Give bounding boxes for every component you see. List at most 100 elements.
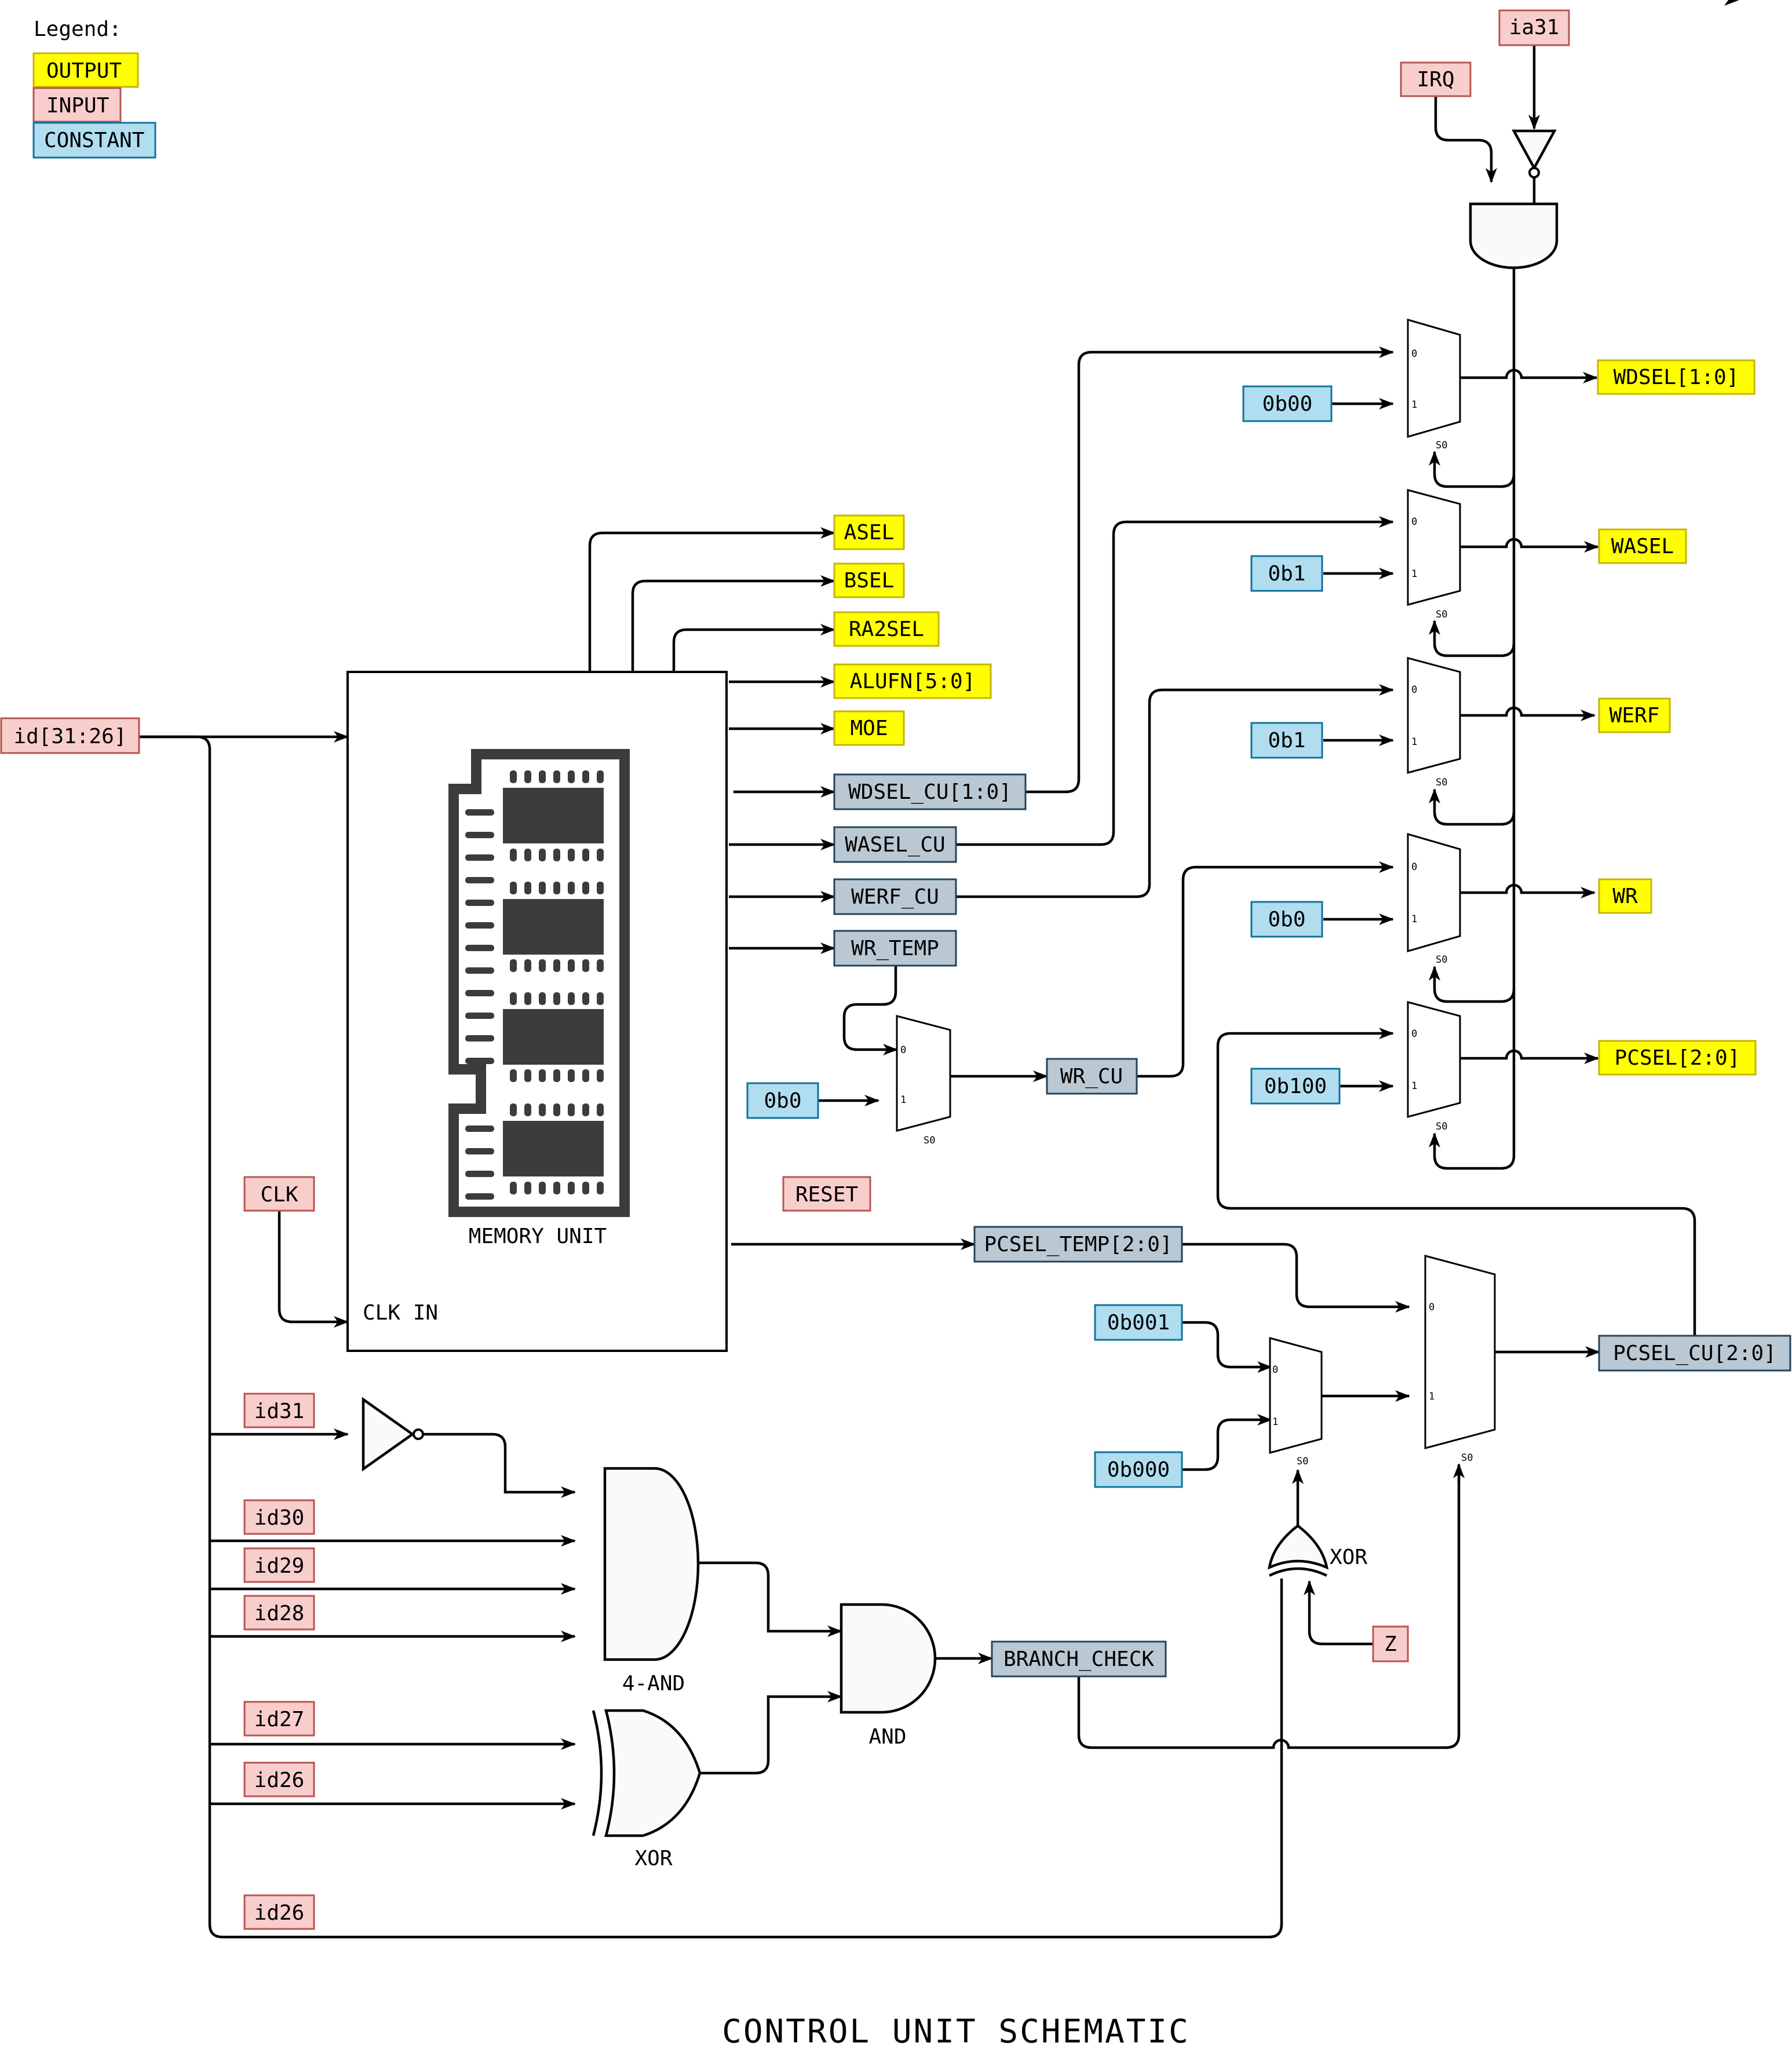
input-z: Z — [1372, 1625, 1409, 1662]
svg-text:0: 0 — [1429, 1302, 1435, 1313]
svg-text:WASEL_CU: WASEL_CU — [845, 833, 945, 857]
svg-text:id29: id29 — [254, 1554, 305, 1578]
svg-text:WASEL: WASEL — [1611, 535, 1674, 558]
and4-label: 4-AND — [622, 1672, 685, 1695]
input-id-bus: id[31:26] — [0, 717, 140, 754]
mux-wasel: 0 1 S0 — [1407, 489, 1461, 620]
svg-text:PCSEL_TEMP[2:0]: PCSEL_TEMP[2:0] — [984, 1233, 1172, 1256]
svg-text:0b1: 0b1 — [1268, 562, 1305, 586]
svg-text:MOE: MOE — [850, 717, 888, 740]
svg-text:0: 0 — [1272, 1364, 1278, 1376]
wires — [139, 45, 1696, 1939]
mux-pcsel-cu: 0 1 S0 — [1424, 1255, 1496, 1464]
output-werf: WERF — [1598, 697, 1671, 733]
svg-text:0b000: 0b000 — [1107, 1458, 1170, 1482]
svg-text:RESET: RESET — [795, 1183, 858, 1207]
svg-text:1: 1 — [1411, 1080, 1417, 1092]
legend-constant-label: CONSTANT — [44, 129, 144, 152]
mux-pcsel: 0 1 S0 — [1407, 1001, 1461, 1132]
svg-text:0: 0 — [1411, 684, 1417, 696]
mux-werf: 0 1 S0 — [1407, 657, 1461, 788]
xor2-label: XOR — [1330, 1545, 1367, 1569]
constant-pcsel: 0b100 — [1250, 1068, 1341, 1105]
and2-gate-icon — [840, 1603, 937, 1714]
constant-wr: 0b0 — [1250, 901, 1323, 938]
input-id29: id29 — [243, 1547, 315, 1583]
constant-wr-temp: 0b0 — [746, 1082, 819, 1119]
svg-text:S0: S0 — [924, 1135, 935, 1146]
svg-text:S0: S0 — [1436, 609, 1447, 620]
output-alufn: ALUFN[5:0] — [833, 663, 992, 699]
internal-pcsel-cu: PCSEL_CU[2:0] — [1598, 1335, 1791, 1372]
muxes: 0 1 S0 0 1 S0 0 1 S0 0 1 S0 0 1 S0 — [896, 319, 1496, 1467]
xor1-label: XOR — [634, 1847, 672, 1870]
page-title: CONTROL UNIT SCHEMATIC — [722, 2013, 1190, 2051]
internal-branch-check: BRANCH_CHECK — [991, 1640, 1167, 1678]
svg-text:id27: id27 — [254, 1708, 305, 1731]
gates: 4-AND XOR AND XOR — [362, 129, 1559, 1870]
input-clk: CLK — [243, 1176, 315, 1212]
input-irq: IRQ — [1400, 61, 1472, 97]
constant-wdsel: 0b00 — [1242, 385, 1333, 422]
svg-text:WDSEL[1:0]: WDSEL[1:0] — [1614, 366, 1739, 389]
svg-text:S0: S0 — [1436, 440, 1447, 451]
svg-text:WR_TEMP: WR_TEMP — [851, 937, 939, 960]
svg-text:ALUFN[5:0]: ALUFN[5:0] — [850, 670, 976, 693]
xor-gate-icon — [592, 1709, 702, 1837]
internal-pcsel-temp: PCSEL_TEMP[2:0] — [973, 1226, 1183, 1263]
svg-text:PCSEL_CU[2:0]: PCSEL_CU[2:0] — [1613, 1342, 1776, 1365]
constant-b000: 0b000 — [1094, 1451, 1183, 1488]
input-id28: id28 — [243, 1595, 315, 1631]
svg-text:0b1: 0b1 — [1268, 729, 1305, 752]
svg-text:WERF: WERF — [1609, 704, 1660, 728]
output-wasel: WASEL — [1598, 528, 1687, 564]
svg-text:S0: S0 — [1461, 1452, 1473, 1464]
svg-text:Z: Z — [1384, 1632, 1397, 1656]
mux-wdsel: 0 1 S0 — [1407, 319, 1461, 451]
internal-werf-cu: WERF_CU — [833, 878, 957, 915]
legend-output-swatch — [32, 52, 139, 88]
memory-unit-label: MEMORY UNIT — [469, 1225, 607, 1248]
internal-wr-cu: WR_CU — [1046, 1058, 1138, 1095]
svg-text:0: 0 — [1411, 861, 1417, 873]
svg-text:S0: S0 — [1436, 954, 1447, 966]
constant-b001: 0b001 — [1094, 1304, 1183, 1341]
legend-constant-swatch — [32, 122, 156, 159]
internal-wr-temp: WR_TEMP — [833, 930, 957, 967]
not-gate-icon — [362, 1397, 424, 1472]
svg-text:1: 1 — [900, 1094, 906, 1106]
output-ra2sel: RA2SEL — [833, 611, 940, 647]
svg-text:0: 0 — [900, 1044, 906, 1056]
svg-text:BSEL: BSEL — [844, 569, 895, 593]
svg-text:WR: WR — [1612, 885, 1638, 908]
output-wr: WR — [1598, 878, 1652, 914]
mux-wr: 0 1 S0 — [1407, 833, 1461, 966]
constant-werf: 0b1 — [1250, 722, 1323, 759]
input-reset: RESET — [782, 1176, 871, 1212]
svg-text:1: 1 — [1411, 736, 1417, 748]
ia31-not-gate-icon — [1512, 129, 1557, 178]
legend-output-label: OUTPUT — [46, 59, 122, 83]
svg-text:id26: id26 — [254, 1768, 305, 1792]
output-bsel: BSEL — [833, 562, 905, 598]
svg-text:1: 1 — [1272, 1416, 1278, 1428]
svg-text:0: 0 — [1411, 348, 1417, 360]
svg-text:1: 1 — [1429, 1391, 1435, 1402]
svg-text:0b001: 0b001 — [1107, 1311, 1170, 1335]
svg-text:CLK: CLK — [260, 1183, 298, 1207]
input-id30: id30 — [243, 1499, 315, 1535]
svg-text:id26: id26 — [254, 1901, 305, 1925]
svg-text:WERF_CU: WERF_CU — [851, 885, 939, 909]
svg-text:id31: id31 — [254, 1399, 305, 1423]
legend-input-label: INPUT — [46, 94, 109, 118]
svg-text:ASEL: ASEL — [844, 521, 895, 545]
mux-wr-temp: 0 1 S0 — [896, 1015, 951, 1146]
memory-unit: MEMORY UNIT CLK IN — [346, 671, 728, 1352]
svg-text:PCSEL[2:0]: PCSEL[2:0] — [1615, 1046, 1740, 1070]
svg-text:0b0: 0b0 — [764, 1089, 801, 1113]
svg-text:S0: S0 — [1436, 1121, 1447, 1132]
svg-text:1: 1 — [1411, 913, 1417, 925]
svg-text:id30: id30 — [254, 1506, 305, 1530]
and2-label: AND — [868, 1725, 906, 1749]
